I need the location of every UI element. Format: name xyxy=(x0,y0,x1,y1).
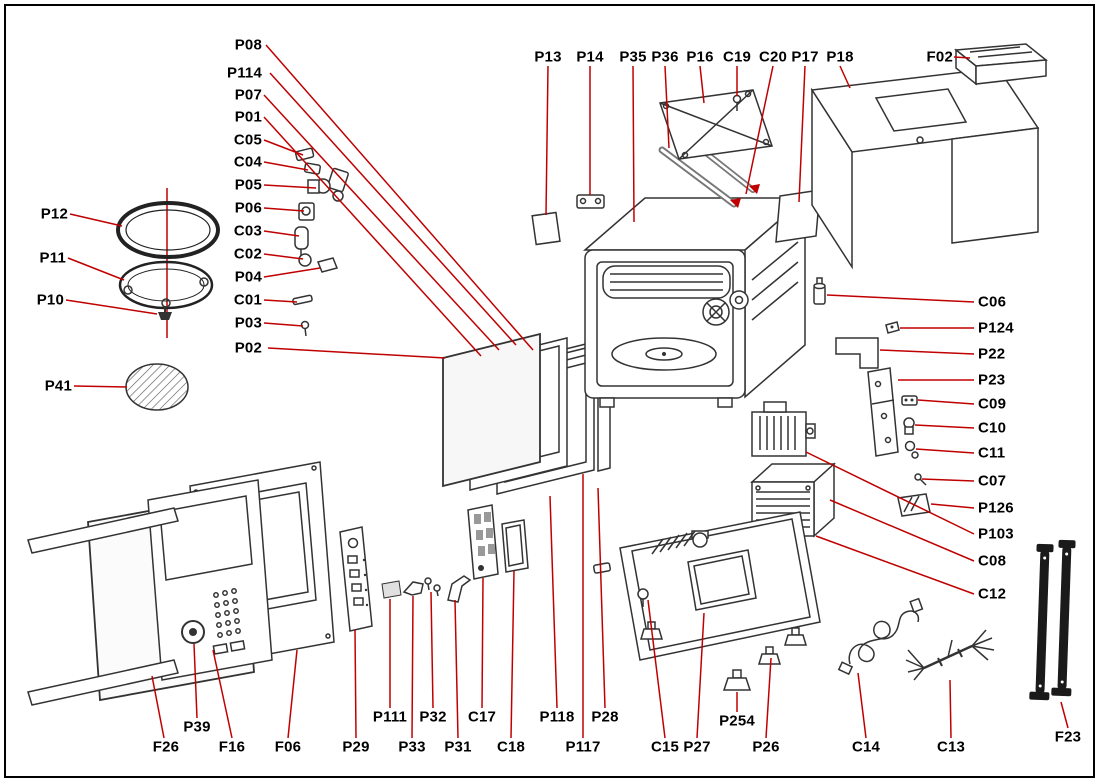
part-label-c01: C01 xyxy=(233,291,262,309)
part-label-p117: P117 xyxy=(565,738,601,756)
part-label-p35: P35 xyxy=(619,48,647,66)
part-label-c12: C12 xyxy=(978,585,1007,603)
part-label-p13: P13 xyxy=(534,48,562,66)
part-label-p36: P36 xyxy=(651,48,679,66)
control-pcb-drawing xyxy=(339,526,373,632)
part-label-p06: P06 xyxy=(234,199,262,217)
part-label-p126: P126 xyxy=(978,499,1014,517)
part-label-p23: P23 xyxy=(978,371,1006,389)
part-label-p18: P18 xyxy=(826,48,854,66)
part-label-f06: F06 xyxy=(274,738,302,756)
part-label-p254: P254 xyxy=(719,712,755,730)
bottom-small-parts-drawing xyxy=(381,504,529,603)
part-label-p03: P03 xyxy=(234,314,262,332)
part-label-p28: P28 xyxy=(591,708,619,726)
part-label-p22: P22 xyxy=(978,345,1006,363)
part-label-c20: C20 xyxy=(758,48,788,66)
part-label-p124: P124 xyxy=(978,319,1014,337)
part-label-p16: P16 xyxy=(686,48,714,66)
cables-drawing xyxy=(837,597,995,681)
part-label-p32: P32 xyxy=(419,708,447,726)
base-plate-drawing xyxy=(592,511,821,691)
f02-box-drawing xyxy=(954,43,1048,86)
part-label-c07: C07 xyxy=(978,472,1007,490)
front-panel-assembly-drawing xyxy=(27,461,335,706)
part-label-c13: C13 xyxy=(936,738,966,756)
part-label-c11: C11 xyxy=(978,444,1006,462)
part-label-f16: F16 xyxy=(218,738,246,756)
part-label-c17: C17 xyxy=(467,708,497,726)
outer-cover-drawing xyxy=(810,67,1040,270)
part-label-p08: P08 xyxy=(234,36,262,54)
part-label-p14: P14 xyxy=(576,48,604,66)
part-label-c19: C19 xyxy=(722,48,752,66)
part-label-p118: P118 xyxy=(539,708,575,726)
part-label-p01: P01 xyxy=(234,108,262,126)
part-label-f26: F26 xyxy=(152,738,180,756)
part-label-p114: P114 xyxy=(226,64,262,82)
part-label-p04: P04 xyxy=(234,268,262,286)
part-label-c04: C04 xyxy=(233,153,262,171)
part-label-p103: P103 xyxy=(978,525,1014,543)
part-label-c09: C09 xyxy=(978,395,1007,413)
part-label-p07: P07 xyxy=(234,86,262,104)
part-label-p26: P26 xyxy=(752,738,780,756)
part-label-p12: P12 xyxy=(40,205,68,223)
part-label-f23: F23 xyxy=(1054,728,1082,746)
part-label-p111: P111 xyxy=(372,708,408,726)
page-border xyxy=(4,4,1095,778)
part-label-c10: C10 xyxy=(978,419,1007,437)
part-label-c02: C02 xyxy=(233,245,262,263)
part-label-p17: P17 xyxy=(791,48,819,66)
part-label-p39: P39 xyxy=(183,718,211,736)
part-label-p10: P10 xyxy=(36,291,64,309)
part-label-c14: C14 xyxy=(851,738,881,756)
leader-lines xyxy=(65,44,1069,739)
door-rails-drawing xyxy=(1029,539,1076,701)
small-parts-cluster-drawing xyxy=(292,147,349,337)
part-label-p05: P05 xyxy=(234,176,262,194)
part-label-p31: P31 xyxy=(444,738,472,756)
part-label-p33: P33 xyxy=(398,738,426,756)
part-label-c03: C03 xyxy=(233,222,262,240)
turntable-assembly-drawing xyxy=(116,188,220,411)
part-label-c05: C05 xyxy=(233,131,262,149)
part-label-f02: F02 xyxy=(926,48,953,66)
part-label-c15: C15 xyxy=(650,738,680,756)
door-panels-drawing xyxy=(442,332,611,495)
part-label-p27: P27 xyxy=(683,738,711,756)
part-label-p29: P29 xyxy=(342,738,370,756)
part-label-p02: P02 xyxy=(234,339,262,357)
part-label-c18: C18 xyxy=(496,738,526,756)
part-label-p41: P41 xyxy=(44,377,72,395)
part-label-c06: C06 xyxy=(978,293,1007,311)
oven-cavity-drawing xyxy=(582,196,808,408)
top-parts-drawing xyxy=(531,89,821,246)
part-label-p11: P11 xyxy=(39,249,66,267)
part-label-c08: C08 xyxy=(978,552,1007,570)
